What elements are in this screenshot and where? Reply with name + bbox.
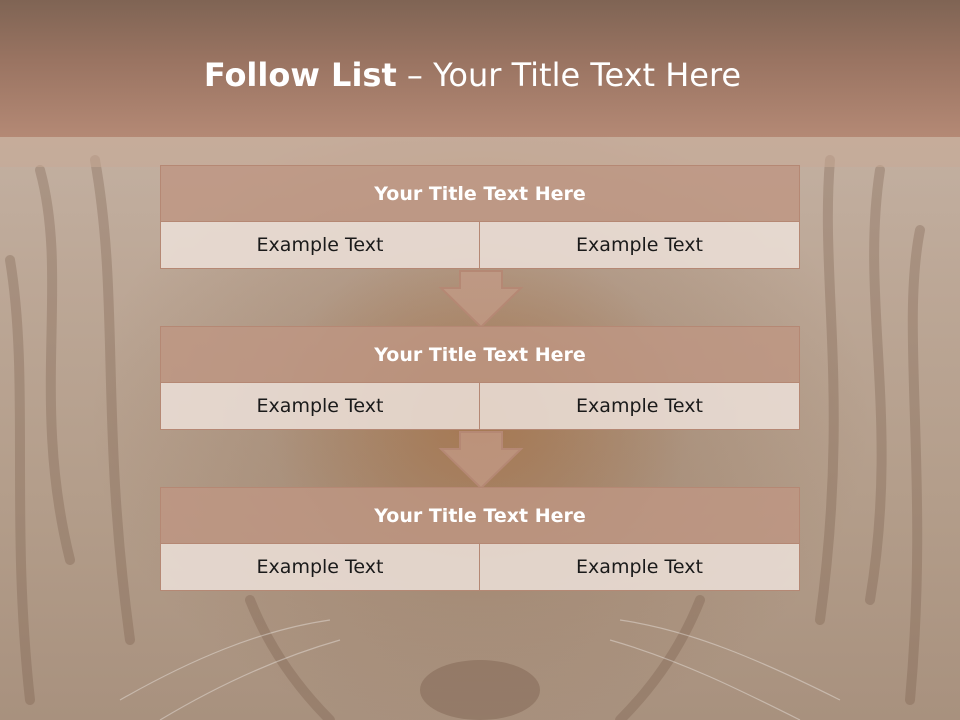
list-block-1: Your Title Text Here Example Text Exampl… xyxy=(160,165,800,269)
down-arrow-icon xyxy=(438,270,524,329)
block-title[interactable]: Your Title Text Here xyxy=(160,165,800,222)
header-band xyxy=(0,137,960,167)
block-cell-left[interactable]: Example Text xyxy=(160,222,480,269)
slide-title: Follow List – Your Title Text Here xyxy=(0,56,945,94)
block-cell-right[interactable]: Example Text xyxy=(480,222,800,269)
block-title[interactable]: Your Title Text Here xyxy=(160,487,800,544)
block-row: Example Text Example Text xyxy=(160,383,800,430)
slide-header xyxy=(0,0,960,137)
block-row: Example Text Example Text xyxy=(160,222,800,269)
slide-title-rest: – Your Title Text Here xyxy=(396,56,742,94)
list-block-3: Your Title Text Here Example Text Exampl… xyxy=(160,487,800,591)
block-cell-left[interactable]: Example Text xyxy=(160,544,480,591)
block-row: Example Text Example Text xyxy=(160,544,800,591)
block-cell-right[interactable]: Example Text xyxy=(480,544,800,591)
down-arrow-icon xyxy=(438,431,524,490)
slide-title-bold: Follow List xyxy=(203,56,397,94)
block-cell-left[interactable]: Example Text xyxy=(160,383,480,430)
list-block-2: Your Title Text Here Example Text Exampl… xyxy=(160,326,800,430)
block-cell-right[interactable]: Example Text xyxy=(480,383,800,430)
block-title[interactable]: Your Title Text Here xyxy=(160,326,800,383)
